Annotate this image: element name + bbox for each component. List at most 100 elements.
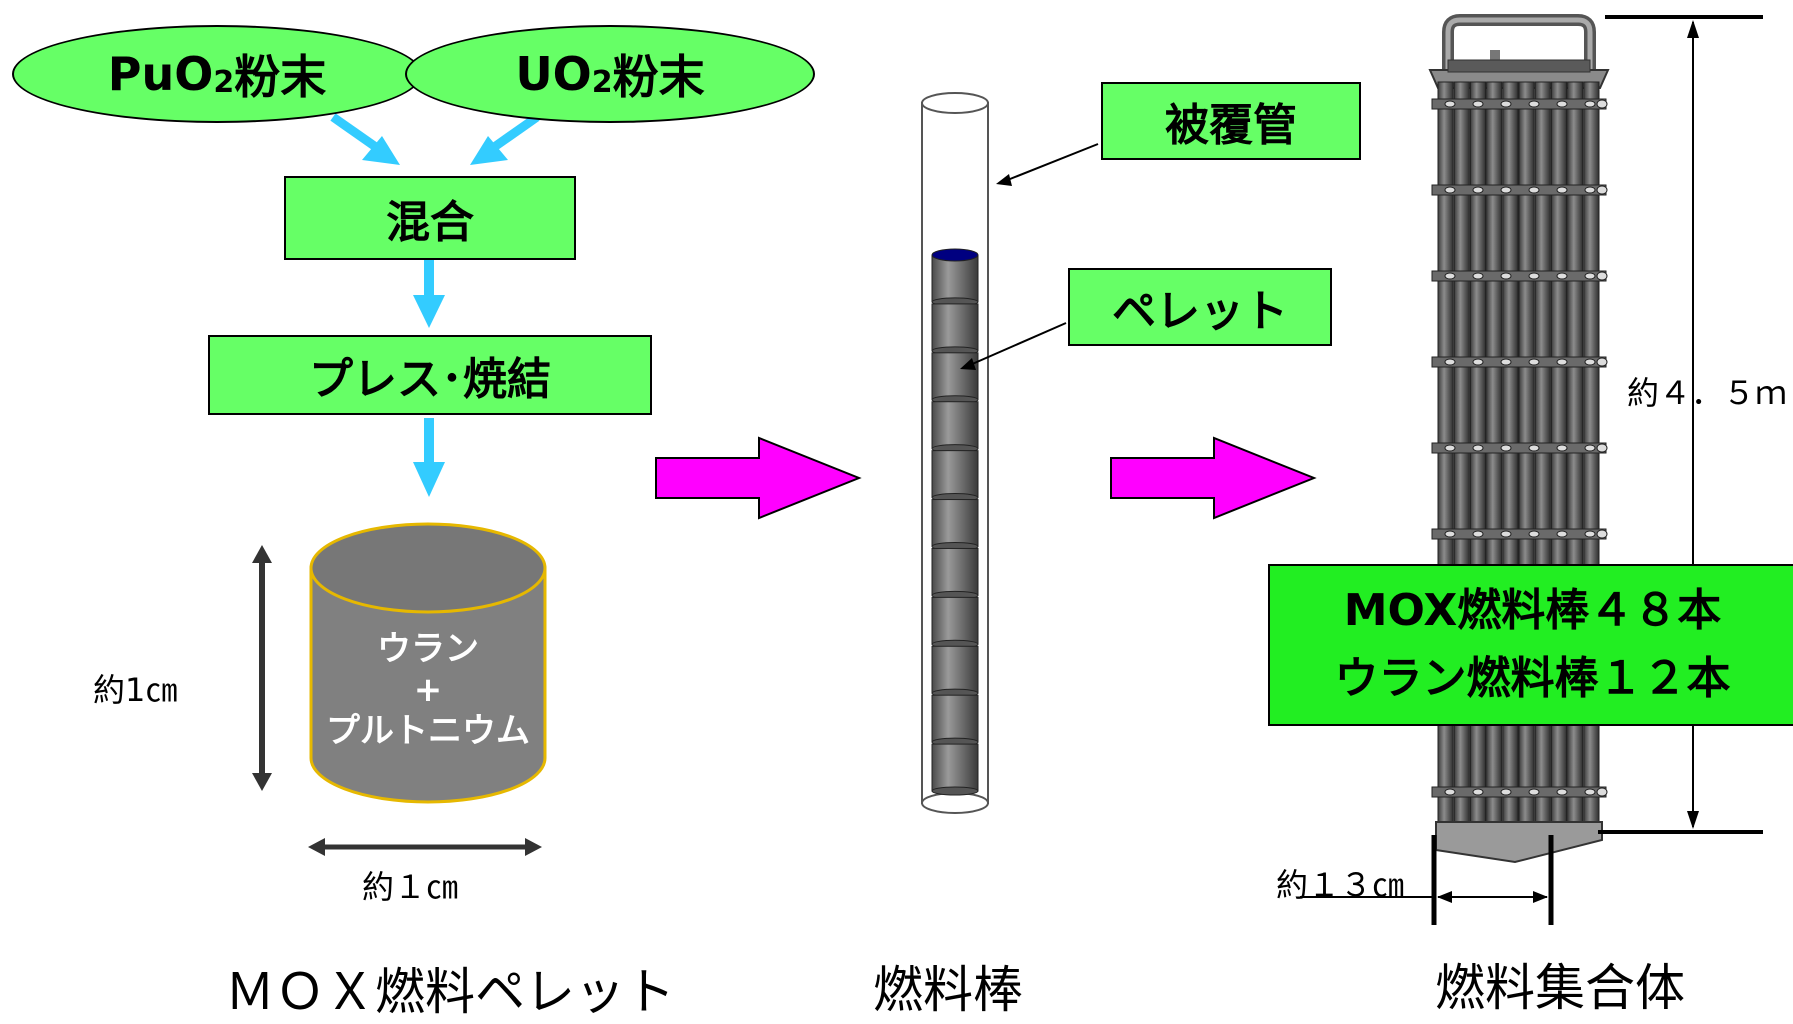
grid-dimple <box>1584 788 1596 796</box>
stacked-pellet <box>931 694 979 743</box>
grid-dimple <box>1596 271 1608 281</box>
pellet-label-line1: ウラン <box>377 629 479 669</box>
pellet-label-box: ペレット <box>1068 268 1332 346</box>
grid-dimple <box>1472 358 1484 366</box>
grid-dimple <box>1528 358 1540 366</box>
pellet-cylinder <box>309 522 547 804</box>
spacer-grid <box>1431 184 1607 196</box>
flow-arrow-uo2 <box>470 113 540 165</box>
grid-dimple <box>1596 185 1608 195</box>
cladding-leader <box>996 143 1099 186</box>
spacer-grid <box>1431 528 1607 540</box>
fuel-assembly-caption: 燃料集合体 <box>1435 959 1685 1017</box>
mox-pellet-caption: ＭＯＸ燃料ペレット <box>225 963 675 1021</box>
grid-dimple <box>1444 358 1456 366</box>
assembly-width-label: 約１３㎝ <box>1276 866 1405 904</box>
pellet-edge <box>931 786 979 796</box>
pellet-height-label: 約1㎝ <box>93 671 178 709</box>
uo2-tail: 粉末 <box>612 50 705 104</box>
grid-dimple <box>1444 444 1456 452</box>
spacer-grid <box>1431 356 1607 368</box>
grid-dimple <box>1472 530 1484 538</box>
spacer-grid <box>1431 98 1607 110</box>
assembly-width-dimension <box>1300 835 1554 925</box>
top-grid <box>1447 59 1591 73</box>
stacked-pellet <box>931 743 979 792</box>
pellet-leader <box>960 322 1067 370</box>
stacked-pellet <box>931 499 979 547</box>
assembly-length-label: 約４．５ｍ <box>1627 374 1788 412</box>
pellet-width-dimension <box>308 838 542 856</box>
grid-dimple <box>1596 99 1608 109</box>
grid-dimple <box>1528 100 1540 108</box>
fuel-assembly <box>1428 14 1610 864</box>
uranium-rod-count: ウラン燃料棒１２本 <box>1334 653 1731 704</box>
grid-dimple <box>1472 186 1484 194</box>
stacked-pellet <box>931 303 979 352</box>
grid-dimple <box>1596 529 1608 539</box>
grid-dimple <box>1584 100 1596 108</box>
stage-arrow-2 <box>1110 436 1317 520</box>
grid-dimple <box>1472 788 1484 796</box>
grid-dimple <box>1500 186 1512 194</box>
grid-dimple <box>1500 788 1512 796</box>
grid-dimple <box>1500 530 1512 538</box>
puo2-tail: 粉末 <box>234 50 327 104</box>
grid-dimple <box>1500 272 1512 280</box>
grid-dimple <box>1596 357 1608 367</box>
grid-dimple <box>1444 100 1456 108</box>
grid-dimple <box>1472 272 1484 280</box>
rod-count-box: MOX燃料棒４８本 ウラン燃料棒１２本 <box>1268 564 1793 726</box>
pellet-height-dimension <box>252 545 272 791</box>
grid-dimple <box>1584 272 1596 280</box>
grid-dimple <box>1472 100 1484 108</box>
grid-dimple <box>1596 443 1608 453</box>
pellet-label-line3: プルトニウム <box>326 711 530 751</box>
grid-dimple <box>1556 272 1568 280</box>
grid-dimple <box>1444 788 1456 796</box>
grid-dimple <box>1444 272 1456 280</box>
grid-dimple <box>1472 444 1484 452</box>
mix-box: 混合 <box>284 176 576 260</box>
grid-dimple <box>1556 358 1568 366</box>
stacked-pellet <box>931 450 979 499</box>
bottom-nozzle <box>1435 821 1603 864</box>
spacer-grid <box>1431 442 1607 454</box>
mox-rod-count: MOX燃料棒４８本 <box>1343 585 1722 636</box>
grid-dimple <box>1584 444 1596 452</box>
flow-arrow-puo2 <box>330 113 400 165</box>
grid-dimple <box>1528 444 1540 452</box>
spacer-grid <box>1431 786 1607 798</box>
stage-arrow-1 <box>655 436 862 520</box>
grid-dimple <box>1596 787 1608 797</box>
press-sinter-box: プレス･焼結 <box>208 335 652 415</box>
flow-arrow-press <box>413 418 445 497</box>
grid-dimple <box>1500 444 1512 452</box>
grid-dimple <box>1444 186 1456 194</box>
grid-dimple <box>1556 788 1568 796</box>
pellet-stack <box>931 248 979 796</box>
uo2-main: UO <box>515 47 592 101</box>
stacked-pellet <box>931 596 979 645</box>
grid-dimple <box>1500 100 1512 108</box>
grid-dimple <box>1584 358 1596 366</box>
grid-dimple <box>1500 358 1512 366</box>
grid-dimple <box>1528 530 1540 538</box>
grid-dimple <box>1584 186 1596 194</box>
cladding-label-box: 被覆管 <box>1101 82 1361 160</box>
flow-arrow-mix <box>413 258 445 328</box>
grid-dimple <box>1528 272 1540 280</box>
stacked-pellet <box>931 254 979 303</box>
grid-dimple <box>1556 100 1568 108</box>
grid-dimple <box>1556 530 1568 538</box>
uo2-subscript: 2 <box>591 64 613 100</box>
top-pellet-face <box>931 248 979 262</box>
puo2-main: PuO <box>107 47 214 101</box>
grid-dimple <box>1528 186 1540 194</box>
spacer-grid <box>1431 270 1607 282</box>
stacked-pellet <box>931 547 979 596</box>
grid-dimple <box>1556 444 1568 452</box>
